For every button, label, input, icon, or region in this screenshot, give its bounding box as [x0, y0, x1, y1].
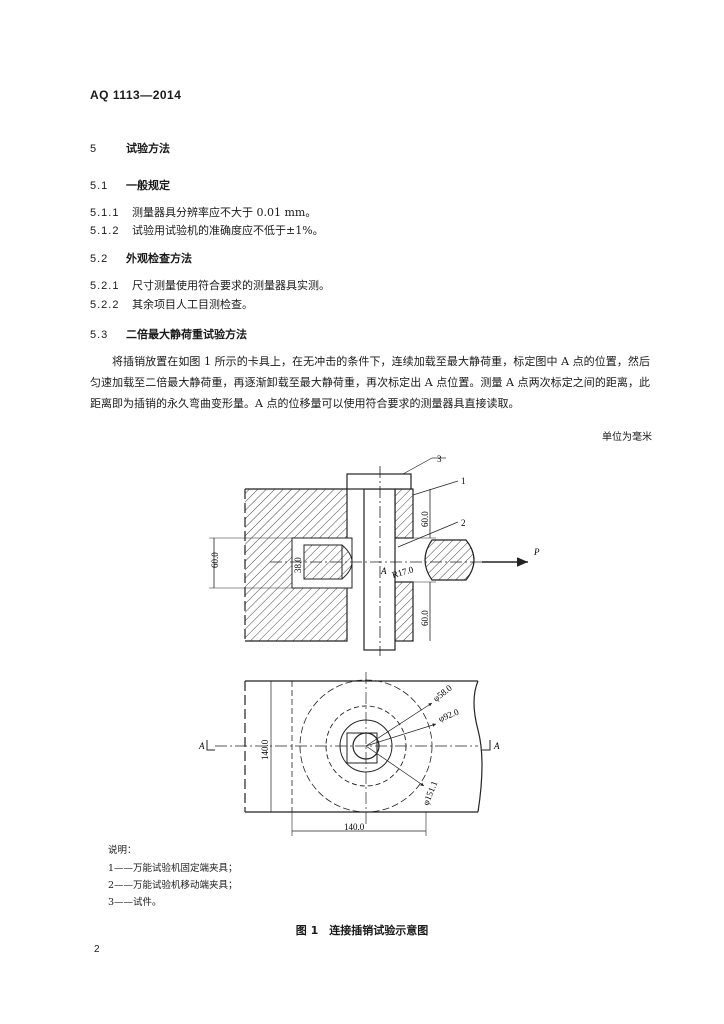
- section-mark-right: A: [493, 741, 500, 751]
- clause-text: 其余项目人工目测检查。: [132, 298, 253, 311]
- section-title: 一般规定: [126, 179, 170, 192]
- section-5: 5 试验方法: [90, 140, 170, 156]
- moving-clamp-top: [394, 488, 414, 539]
- figure-caption: 图 1 连接插销试验示意图: [295, 924, 429, 937]
- clause-text: 尺寸测量使用符合要求的测量器具实测。: [132, 279, 330, 292]
- dim-phi92: φ92.0: [437, 707, 461, 724]
- section-title: 试验方法: [126, 142, 170, 155]
- clause-number: 5.1.2: [90, 225, 120, 237]
- specimen-head: [346, 473, 412, 490]
- point-a-label: A: [380, 566, 387, 576]
- callout-1: 1: [461, 476, 466, 486]
- section-number: 5.2: [90, 253, 109, 265]
- moving-clamp-head: [424, 539, 475, 581]
- section-mark-left: A: [198, 741, 205, 751]
- legend-title: 说明：: [108, 845, 137, 856]
- callout-2: 2: [461, 518, 466, 528]
- unit-note: 单位为毫米: [602, 432, 652, 443]
- clause-number: 5.2.1: [90, 280, 120, 292]
- section-title: 二倍最大静荷重试验方法: [126, 328, 247, 341]
- legend-item-2: 2——万能试验机移动端夹具；: [108, 880, 238, 891]
- page-number: 2: [94, 944, 100, 955]
- section-5-1: 5.1 一般规定: [90, 177, 170, 193]
- section-5-2: 5.2 外观检查方法: [90, 250, 192, 266]
- section-5-3: 5.3 二倍最大静荷重试验方法: [90, 326, 247, 342]
- section-number: 5: [90, 143, 98, 155]
- clause-5-1-1: 5.1.1 测量器具分辨率应不大于 0.01 mm。: [90, 204, 316, 220]
- dim-left-60: 60.0: [210, 552, 220, 568]
- section-number: 5.1: [90, 180, 109, 192]
- dim-bottom-60: 60.0: [420, 610, 430, 626]
- test-method-paragraph: 将插销放置在如图 1 所示的卡具上，在无冲击的条件下，连续加载至最大静荷重，标定…: [90, 355, 650, 410]
- section-title: 外观检查方法: [126, 252, 192, 265]
- dim-plan-width: 140.0: [344, 822, 365, 832]
- document-code: AQ 1113—2014: [90, 88, 182, 102]
- force-label: P: [533, 547, 540, 557]
- dim-inner-38: 38.0: [293, 557, 303, 573]
- clause-text: 测量器具分辨率应不大于 0.01 mm。: [132, 206, 317, 219]
- callout-3: 3: [437, 454, 442, 464]
- plan-view: [206, 672, 491, 836]
- clause-5-1-2: 5.1.2 试验用试验机的准确度应不低于±1%。: [90, 222, 324, 238]
- clause-number: 5.2.2: [90, 299, 120, 311]
- dim-plan-height: 140.0: [260, 739, 270, 760]
- side-view: [209, 457, 528, 656]
- dim-phi58: φ58.0: [431, 682, 454, 703]
- legend-item-1: 1——万能试验机固定端夹具；: [108, 863, 238, 874]
- moving-clamp-bottom: [394, 581, 414, 642]
- dim-top-60: 60.0: [420, 511, 430, 527]
- specimen-pin: [363, 488, 396, 651]
- clause-number: 5.1.1: [90, 207, 120, 219]
- section-number: 5.3: [90, 329, 109, 341]
- legend-item-3: 3——试件。: [108, 897, 162, 908]
- clause-5-2-1: 5.2.1 尺寸测量使用符合要求的测量器具实测。: [90, 277, 330, 293]
- clause-text: 试验用试验机的准确度应不低于±1%。: [132, 224, 324, 237]
- clause-5-2-2: 5.2.2 其余项目人工目测检查。: [90, 296, 253, 312]
- dim-phi151: φ151.1: [421, 779, 440, 806]
